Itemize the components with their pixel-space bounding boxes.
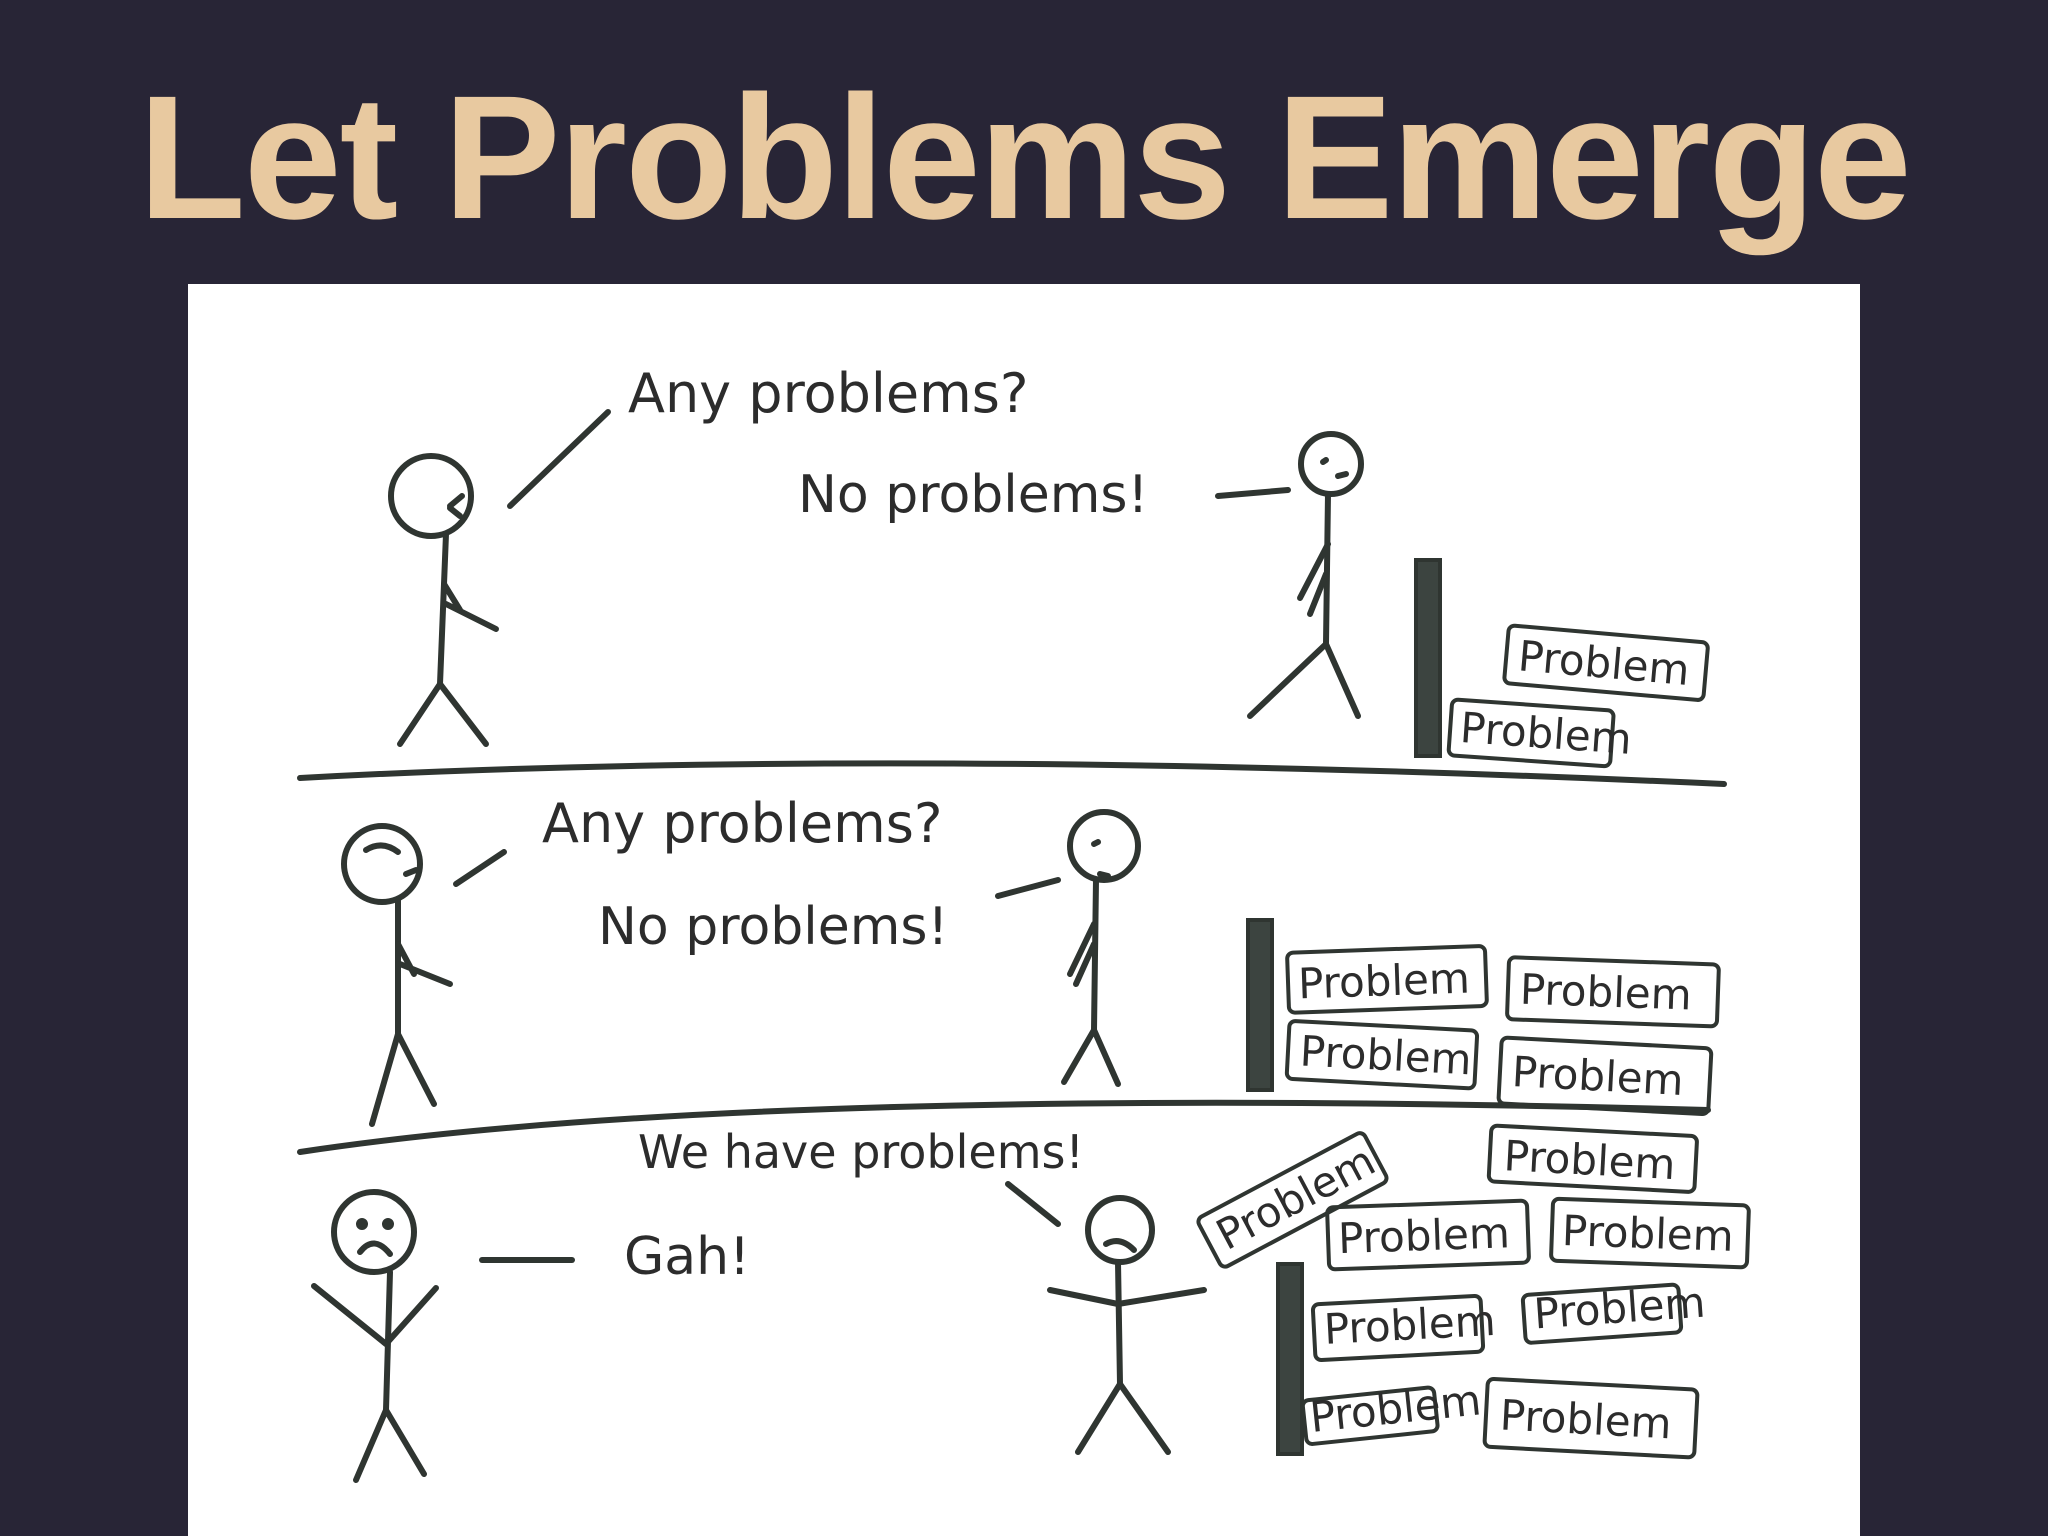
ground-line xyxy=(297,1099,1711,1155)
manager-speech: Any problems? xyxy=(542,792,943,855)
wall xyxy=(1414,558,1442,758)
problem-boxes: Problem Problem Problem Problem xyxy=(1284,944,1721,1117)
speech-line xyxy=(507,409,611,509)
problem-label: Problem xyxy=(1297,953,1470,1008)
wall xyxy=(1246,918,1274,1092)
comic-illustration: Any problems? No problems! Problem xyxy=(188,284,1860,1536)
manager-figure xyxy=(341,823,453,1127)
problem-label: Problem xyxy=(1519,965,1692,1020)
problem-label: Problem xyxy=(1503,1131,1677,1189)
slide-title: Let Problems Emerge xyxy=(138,60,1912,256)
problem-label: Problem xyxy=(1307,1375,1483,1442)
speech-line xyxy=(1215,487,1291,499)
speech-line xyxy=(1005,1181,1061,1227)
problem-label: Problem xyxy=(1561,1206,1734,1261)
worker-speech: No problems! xyxy=(598,897,948,957)
panel-1: Any problems? No problems! Problem xyxy=(297,362,1727,787)
problem-label: Problem xyxy=(1511,1047,1685,1105)
worker-speech: No problems! xyxy=(798,465,1148,525)
problem-label: Problem xyxy=(1532,1278,1707,1339)
worker-speech: We have problems! xyxy=(638,1125,1084,1179)
panel-2: Any problems? No problems! Problem xyxy=(297,792,1721,1155)
problem-label: Problem xyxy=(1459,703,1634,764)
ground-line xyxy=(297,760,1727,787)
problem-boxes: Problem Problem xyxy=(1446,623,1710,769)
manager-speech: Gah! xyxy=(624,1227,750,1287)
manager-figure xyxy=(311,1189,439,1483)
speech-line xyxy=(453,849,507,887)
worker-figure xyxy=(1061,809,1141,1087)
problem-label: Problem xyxy=(1499,1390,1673,1448)
worker-figure xyxy=(1047,1195,1207,1455)
problem-label: Problem xyxy=(1323,1296,1497,1354)
panel-3: We have problems! Gah! xyxy=(311,1123,1751,1483)
manager-speech: Any problems? xyxy=(628,362,1029,425)
speech-line xyxy=(995,877,1061,899)
manager-figure xyxy=(388,453,499,747)
worker-figure xyxy=(1247,431,1364,719)
problem-label: Problem xyxy=(1337,1208,1510,1263)
problem-label: Problem xyxy=(1299,1026,1473,1084)
wall xyxy=(1276,1262,1304,1456)
